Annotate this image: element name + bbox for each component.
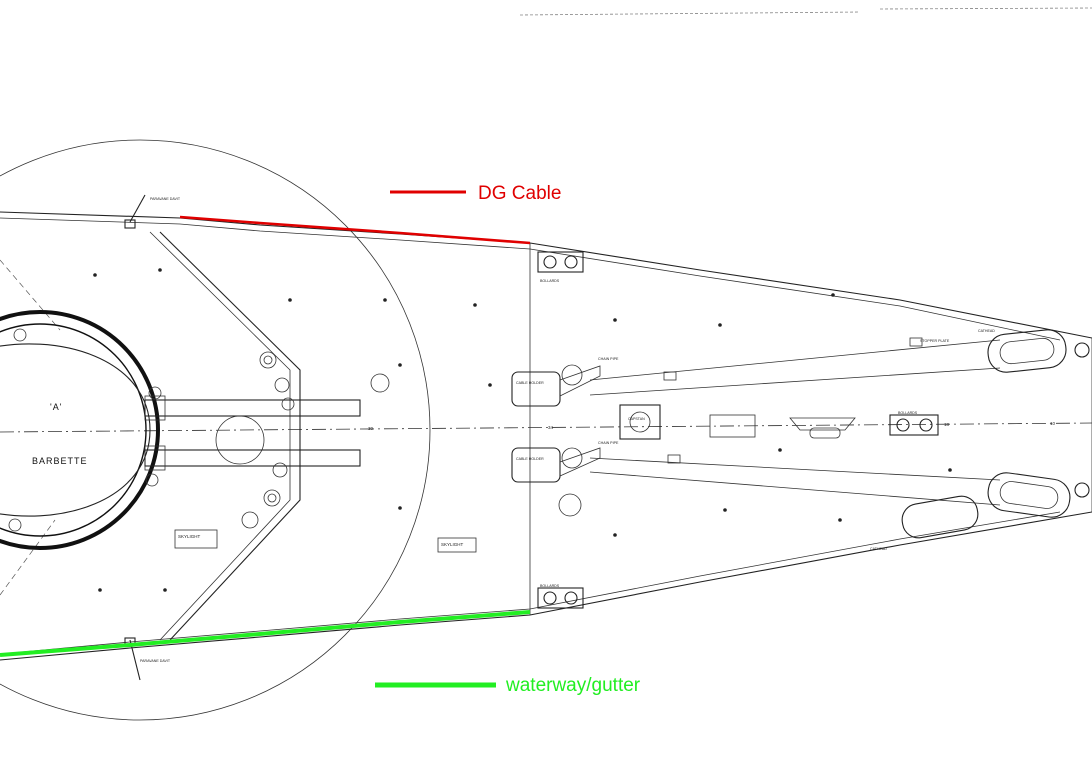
cable-holders [511,364,601,517]
cable-holder-bottom-label: CABLE HOLDER [516,457,544,461]
station-30-label: 30 [368,426,374,431]
dg-cable-line [179,215,531,245]
breakwater-outline [159,231,301,641]
waterway-gutter-line [0,610,531,657]
gun-barrels [144,395,361,471]
legend-dg-cable-label: DG Cable [478,183,561,204]
legend: DG Cable waterway/gutter [375,183,641,696]
turret-label: 'A' [50,402,62,412]
chain-pipe-bottom-label: CHAIN PIPE [598,441,619,445]
bollards-top-label: BOLLARDS [540,279,560,283]
paravane-bottom-label: PARAVANE DAVIT [140,659,171,663]
deck-studs [93,268,952,592]
bollard-blocks [537,251,1090,609]
plan-labels: 'A' BARBETTE SKYLIGHT SKYLIGHT CABLE HOL… [32,197,1056,663]
barbette-label: BARBETTE [32,456,88,466]
bollards-fwd-label: BOLLARDS [898,411,918,415]
vents [8,328,390,532]
skylight-left-label: SKYLIGHT [178,534,201,539]
skylight-left-box [174,529,218,549]
station-18-label: 18 [944,422,950,427]
bollards-bottom-label: BOLLARDS [540,584,560,588]
capstan-label: CAPSTAN [628,417,645,421]
cable-runs [589,339,1001,506]
deck-fittings [663,337,923,464]
cathead-bottom-label: CATHEAD [870,547,887,551]
station-34-label: 34 [548,425,554,430]
capstan [619,404,661,440]
stopper-plate-label: STOPPER PLATE [920,339,950,343]
skylight-main-label: SKYLIGHT [441,542,464,547]
centerline [0,422,1092,433]
station-10-label: 10 [1050,421,1056,426]
paravane-top-label: PARAVANE DAVIT [150,197,181,201]
cable-holder-top-label: CABLE HOLDER [516,381,544,385]
hawse-openings [901,329,1071,539]
legend-waterway-label: waterway/gutter [505,675,641,696]
chain-pipe-top-label: CHAIN PIPE [598,357,619,361]
sheet-edge-marks [519,7,1092,16]
barbette-arc-circle [0,139,431,721]
skylight-main-box [437,537,477,553]
barbette [0,310,160,550]
paravane-davits [124,194,146,681]
cathead-top-label: CATHEAD [978,329,995,333]
